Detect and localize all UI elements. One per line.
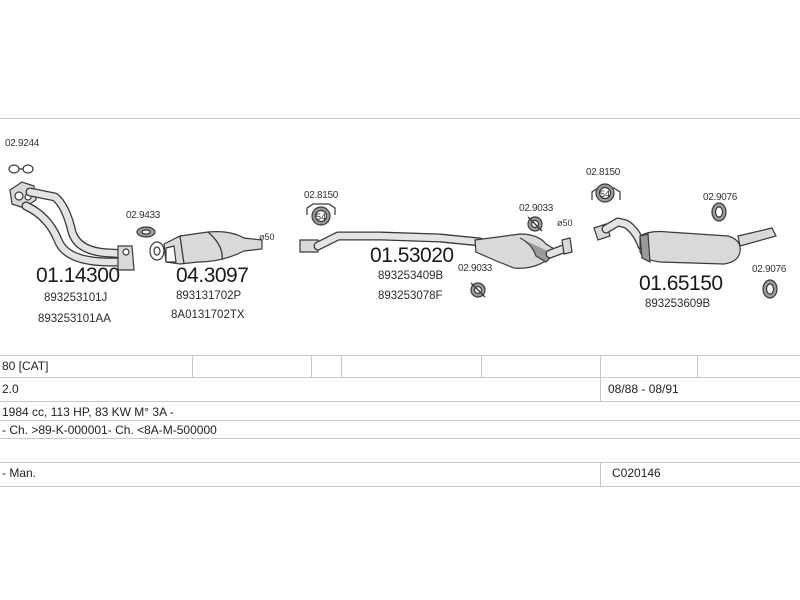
top-divider <box>0 118 800 119</box>
catalyst-drawing <box>163 231 263 265</box>
gasket-1-label: 02.9244 <box>5 138 40 149</box>
code-cell: C020146 <box>612 466 661 480</box>
catalyst-oem-2: 8A0131702TX <box>171 309 245 321</box>
gasket-ring-icon <box>136 226 165 261</box>
clamp-2-label: 02.9033 <box>458 263 493 274</box>
diameter-1-label: ø50 <box>259 232 275 242</box>
exhaust-diagram <box>8 164 778 299</box>
middle-silencer-oem-2: 893253078F <box>378 290 443 302</box>
front-pipe-number: 01.14300 <box>36 264 120 287</box>
transmission-cell: - Man. <box>2 466 37 480</box>
clamp-1-label: 02.9033 <box>519 203 554 214</box>
clamp-54-1-label: 54 <box>316 212 327 222</box>
rubber-mount-icon <box>711 202 727 222</box>
diameter-2-label: ø50 <box>557 218 573 228</box>
years-cell: 08/88 - 08/91 <box>608 382 679 396</box>
catalyst-oem-1: 893131702P <box>176 290 242 302</box>
rubber-mount-icon <box>762 279 778 299</box>
front-pipe-oem-2: 893253101AA <box>38 313 111 325</box>
rubber-2-label: 02.9076 <box>752 264 787 275</box>
clamp-54-icon <box>306 203 336 226</box>
rear-silencer-oem-1: 893253609B <box>645 298 711 310</box>
rubber-1-label: 02.9076 <box>703 192 738 203</box>
middle-silencer-oem-1: 893253409B <box>378 270 444 282</box>
clamp-icon <box>527 216 543 232</box>
model-cell: 80 [CAT] <box>2 359 49 373</box>
gasket-icon <box>8 164 34 174</box>
clamp-54-icon <box>591 183 621 203</box>
middle-silencer-number: 01.53020 <box>370 244 454 267</box>
middle-pipe-drawing <box>299 231 573 269</box>
catalyst-number: 04.3097 <box>176 264 249 287</box>
spec-cell: 1984 cc, 113 HP, 83 KW M° 3A - <box>2 405 174 419</box>
gasket-3-label: 02.8150 <box>304 190 339 201</box>
front-pipe-oem-1: 893253101J <box>44 292 108 304</box>
gasket-2-label: 02.9433 <box>126 210 161 221</box>
rear-silencer-drawing <box>593 217 777 265</box>
clamp-54-2-label: 54 <box>600 189 611 199</box>
clamp-icon <box>470 282 486 298</box>
rear-silencer-number: 01.65150 <box>639 272 723 295</box>
chassis-cell: - Ch. >89-K-000001- Ch. <8A-M-500000 <box>2 423 217 437</box>
gasket-4-label: 02.8150 <box>586 167 621 178</box>
front-pipe-drawing <box>9 181 135 271</box>
engine-cell: 2.0 <box>2 382 19 396</box>
